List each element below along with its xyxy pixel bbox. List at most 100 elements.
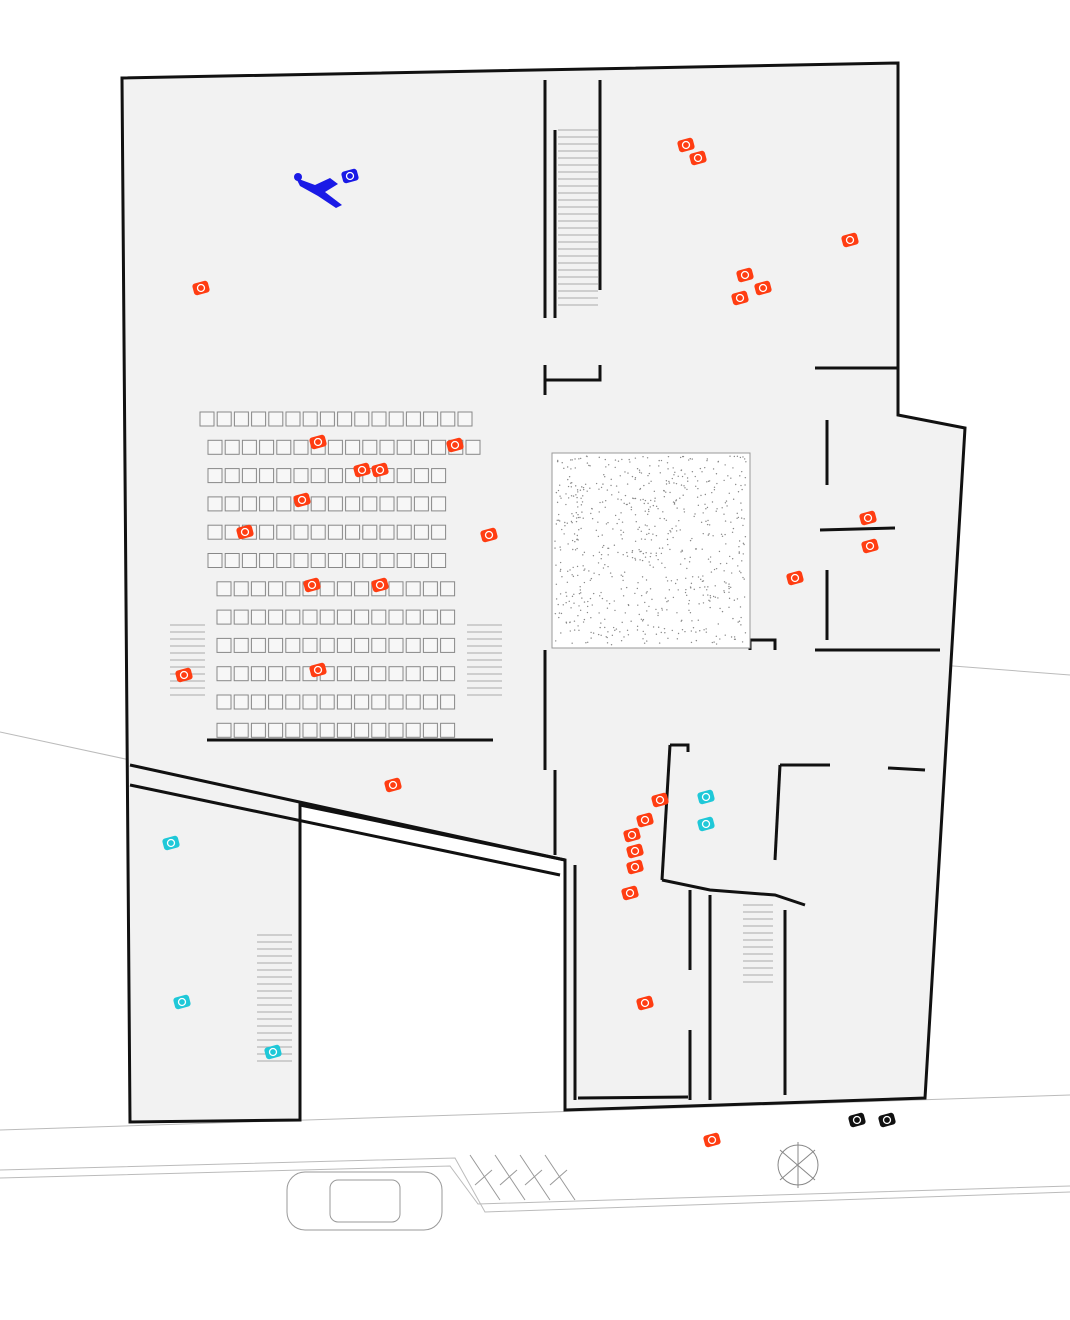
gravel-dot [709,600,711,602]
gravel-dot [720,533,723,535]
gravel-dot [620,529,622,532]
gravel-dot [647,502,649,505]
gravel-dot [616,522,618,525]
gravel-dot [678,519,680,522]
bicycle-icon [469,1154,501,1201]
seat [345,524,361,540]
gravel-dot [650,552,652,555]
gravel-dot [706,459,708,462]
gravel-dot [598,488,600,490]
gravel-dot [652,626,655,628]
gravel-dot [740,572,742,574]
gravel-dot [613,600,615,602]
seat [268,722,284,738]
seat [422,637,438,653]
gravel-dot [640,618,643,620]
gravel-dot [646,525,648,527]
gravel-dot [730,572,733,574]
gravel-dot [683,485,685,487]
seat [422,722,438,738]
gravel-dot [677,589,679,591]
gravel-dot [658,642,661,644]
gravel-dot [626,503,628,506]
tree-icon [777,1142,819,1188]
gravel-dot [667,637,669,640]
gravel-dot [742,553,744,555]
gravel-dot [623,636,625,638]
gravel-dot [709,597,712,599]
gravel-dot [675,482,678,485]
gravel-dot [573,620,576,622]
seat [293,524,309,540]
gravel-dot [697,576,700,578]
gravel-dot [638,613,640,616]
gravel-dot [611,575,613,578]
gravel-dot [577,625,579,627]
gravel-dot [565,503,567,506]
seat [268,694,284,710]
gravel-dot [685,594,688,597]
gravel-dot [724,533,726,536]
gravel-dot [639,471,641,473]
gravel-dot [636,467,639,470]
seat [224,439,240,455]
seat [327,524,343,540]
gravel-dot [558,612,561,614]
gravel-dot [627,603,630,606]
gravel-dot [621,538,623,540]
seat [413,553,429,568]
seat [250,581,266,597]
gravel-dot [709,556,712,558]
seat [362,524,378,540]
gravel-dot [668,482,671,484]
gravel-dot [649,506,651,508]
seat [216,609,232,625]
gravel-dot [697,504,700,507]
gravel-dot [633,497,635,500]
seat [396,496,412,512]
gravel-dot [638,526,641,528]
people-markers [162,137,896,1148]
gravel-dot [571,459,573,461]
gravel-dot [648,472,651,475]
gravel-dot [634,592,636,595]
gravel-dot [599,501,601,504]
gravel-dot [710,571,713,573]
gravel-dot [570,607,572,609]
gravel-dot [601,597,604,600]
gravel-dot [598,573,600,576]
gravel-dot [618,518,620,521]
gravel-dot [744,484,746,486]
gravel-dot [590,617,592,619]
gravel-dot [740,616,742,619]
gravel-dot [725,543,727,545]
gravel-dot [559,570,562,572]
gravel-dot [729,555,731,558]
gravel-dot [649,564,651,566]
gravel-dot [583,551,586,554]
gravel-dot [614,609,616,612]
gravel-dot [574,549,577,551]
gravel-dot [664,597,667,599]
gravel-dot [685,577,687,579]
gravel-dot [684,630,686,633]
gravel-dot [738,540,741,542]
gravel-dot [739,606,742,608]
gravel-dot [708,533,710,535]
gravel-dot [674,582,677,585]
gravel-dot [655,554,657,557]
seat [405,666,421,682]
person-marker-icon [236,524,254,540]
gravel-dot [610,484,612,487]
gravel-dot [611,634,614,637]
gravel-dot [582,486,585,489]
gravel-dot [637,604,639,606]
gravel-dot [642,498,644,501]
gravel-dot [724,634,726,636]
gravel-dot [682,455,684,458]
reclining-figure-icon [294,173,342,208]
gravel-dot [721,507,723,509]
seat [285,581,301,597]
seat [336,666,352,682]
gravel-dot [636,587,639,590]
